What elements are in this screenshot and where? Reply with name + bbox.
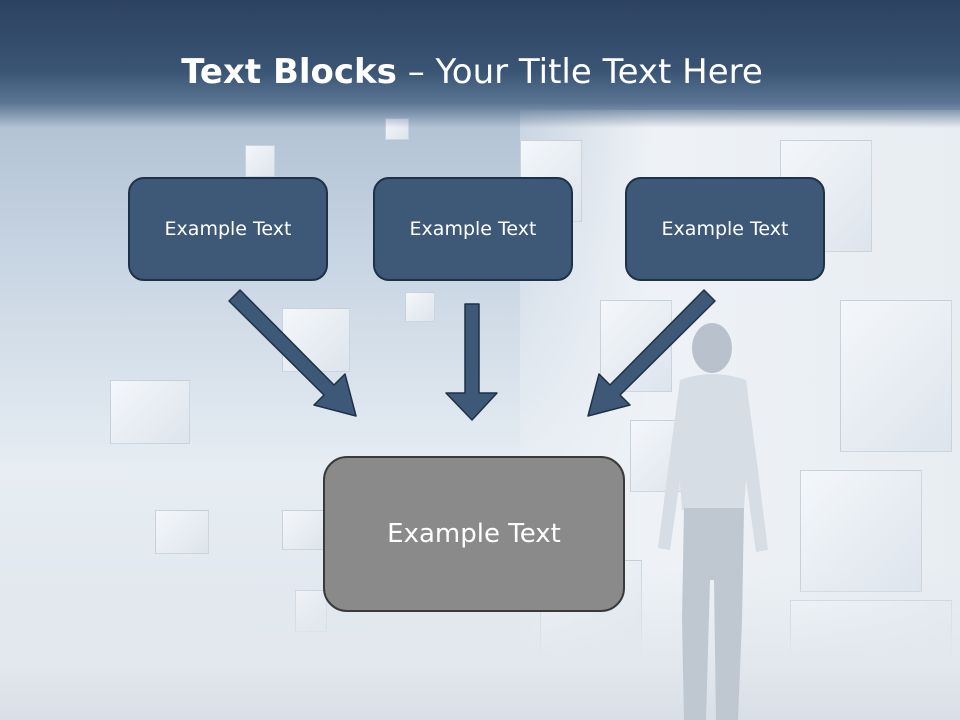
text-block-left[interactable]: Example Text [128,177,328,281]
title-bar [0,0,960,128]
arrow-right-diagonal [587,289,716,417]
floating-cube [110,380,190,444]
floating-cube [245,145,275,177]
target-text-block-label: Example Text [387,519,561,549]
arrow-down [445,303,498,421]
target-text-block[interactable]: Example Text [323,456,625,612]
floating-cube [840,300,952,452]
text-block-left-label: Example Text [164,218,292,240]
text-block-right-label: Example Text [661,218,789,240]
businessman-figure [658,323,768,720]
text-block-right[interactable]: Example Text [625,177,825,281]
title-separator: – [396,52,436,92]
text-block-center-label: Example Text [409,218,537,240]
text-block-center[interactable]: Example Text [373,177,573,281]
floating-cube [405,292,435,322]
floating-cube [282,510,324,550]
arrow-left-diagonal [228,289,357,417]
floating-cube [155,510,209,554]
slide-title: Text Blocks – Your Title Text Here [0,52,944,92]
title-text: Your Title Text Here [435,52,763,92]
title-bold-part: Text Blocks [181,52,397,92]
